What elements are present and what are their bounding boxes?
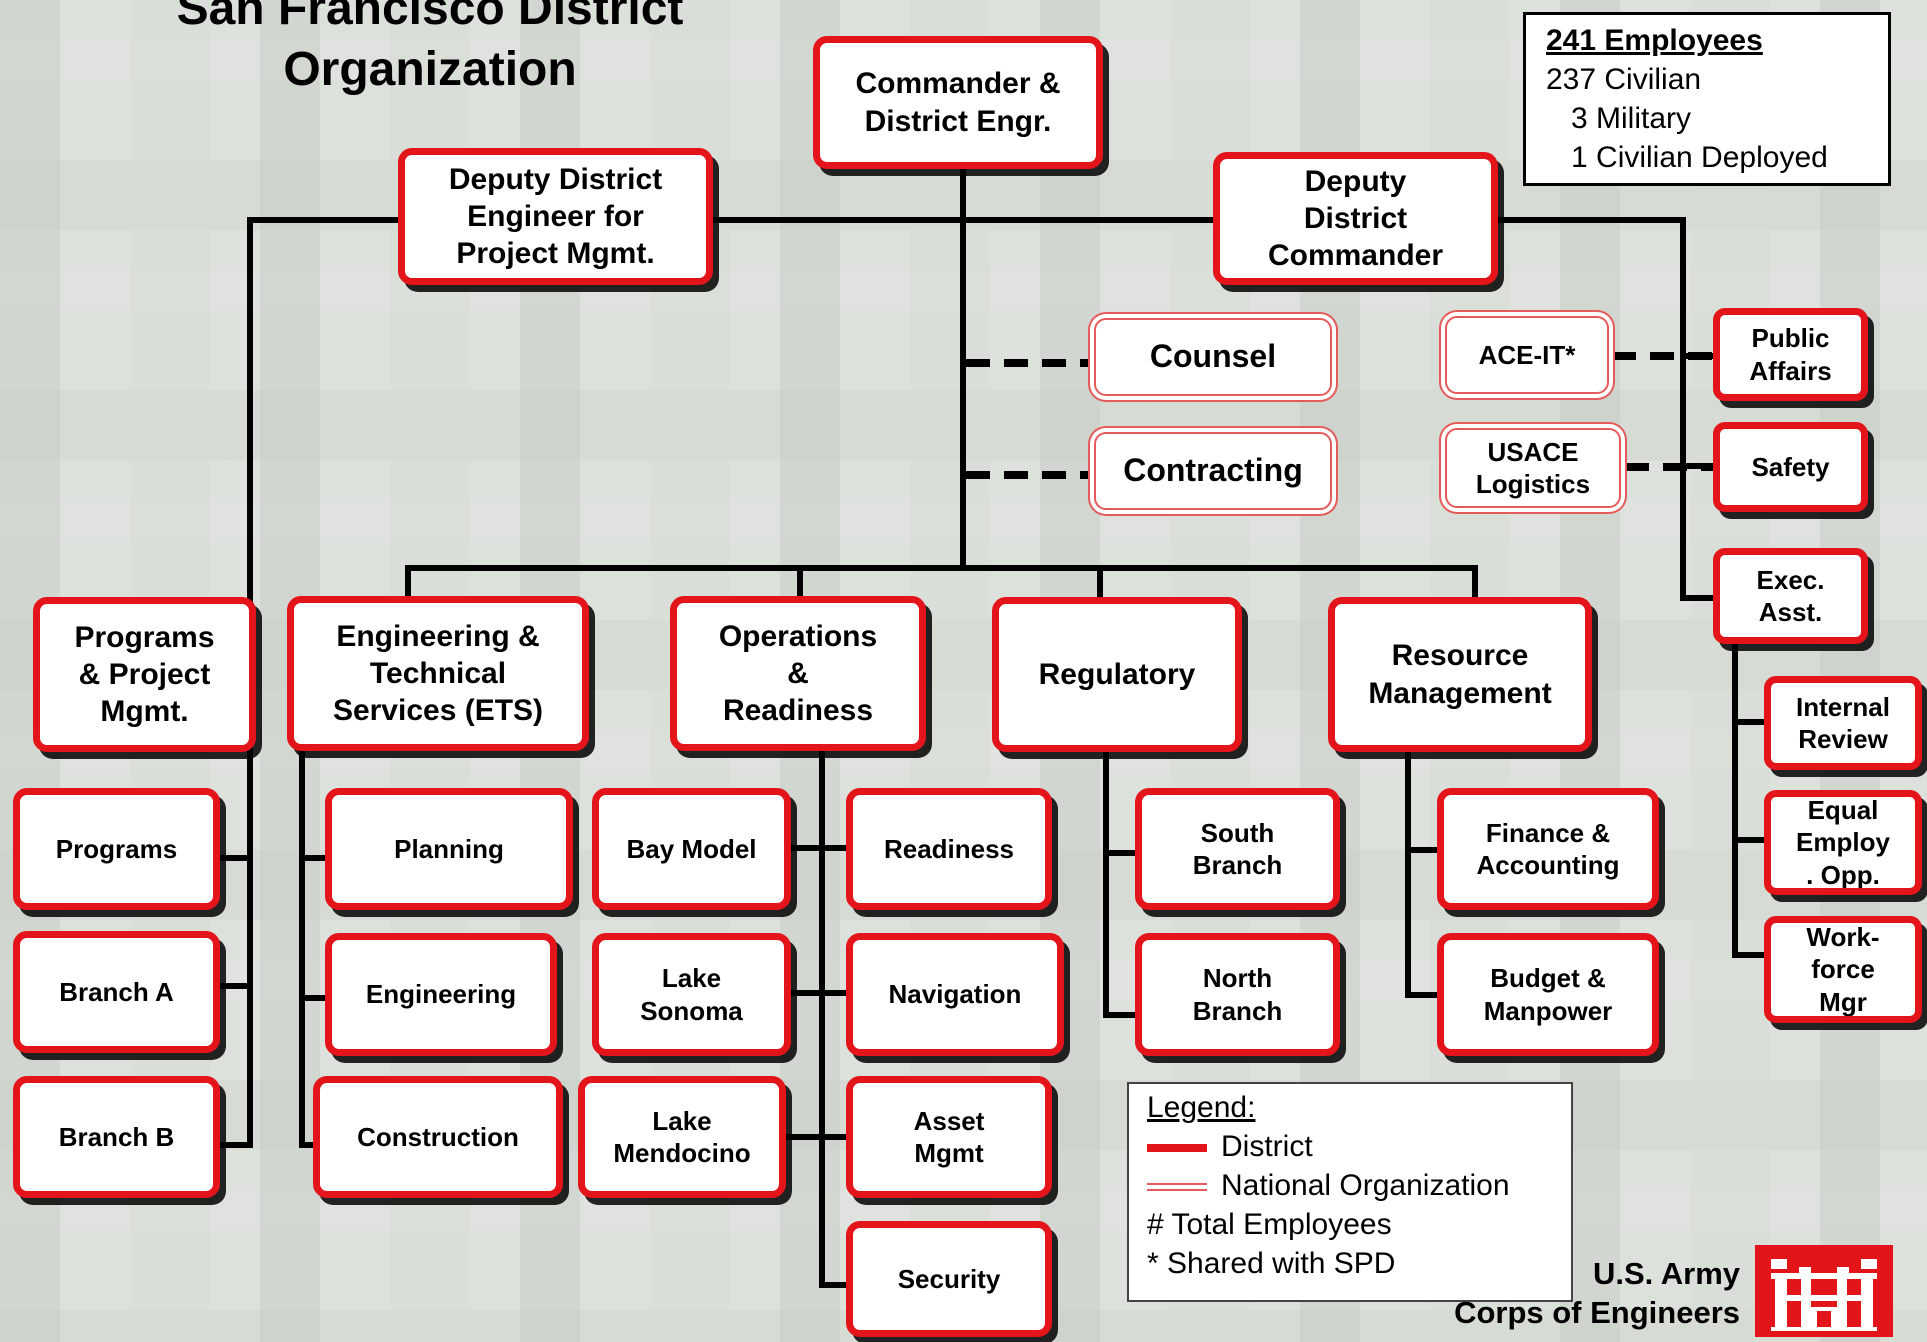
box-branch-b: Branch B [13, 1076, 220, 1198]
box-exec-asst: Exec. Asst. [1713, 548, 1868, 644]
box-budget-manpower: Budget & Manpower [1437, 933, 1659, 1056]
legend-national: National Organization [1221, 1169, 1510, 1202]
box-south-branch: South Branch [1135, 788, 1340, 910]
box-ace-it: ACE-IT* [1445, 316, 1609, 394]
box-usace-logistics: USACE Logistics [1445, 428, 1621, 508]
legend-national-row: National Organization [1147, 1166, 1571, 1205]
legend-shared: * Shared with SPD [1147, 1247, 1396, 1280]
box-operations-readiness: Operations & Readiness [670, 596, 926, 751]
box-counsel: Counsel [1094, 318, 1332, 396]
usace-logo-text: U.S. Army Corps of Engineers [1454, 1256, 1740, 1330]
box-deputy-district-engineer: Deputy District Engineer for Project Mgm… [398, 148, 713, 285]
box-safety: Safety [1713, 422, 1868, 512]
box-commander: Commander & District Engr. [813, 36, 1103, 169]
box-construction: Construction [313, 1076, 563, 1198]
box-readiness: Readiness [846, 788, 1052, 910]
box-planning: Planning [325, 788, 573, 910]
box-equal-employment-opportunity: Equal Employ . Opp. [1764, 790, 1922, 895]
box-lake-sonoma: Lake Sonoma [592, 933, 791, 1056]
employee-military: 3 Military [1546, 102, 1692, 135]
page-title: San Francisco District Organization [176, 0, 684, 96]
box-programs: Programs [13, 788, 220, 910]
employee-deployed: 1 Civilian Deployed [1546, 141, 1828, 174]
castle-logo-icon [1755, 1245, 1893, 1337]
box-north-branch: North Branch [1135, 933, 1340, 1056]
box-navigation: Navigation [846, 933, 1064, 1056]
district-line-swatch [1147, 1144, 1207, 1153]
box-resource-management: Resource Management [1328, 597, 1592, 752]
box-workforce-mgr: Work- force Mgr [1764, 916, 1922, 1023]
box-lake-mendocino: Lake Mendocino [578, 1076, 786, 1198]
box-security: Security [846, 1221, 1052, 1337]
box-public-affairs: Public Affairs [1713, 308, 1868, 401]
box-contracting: Contracting [1094, 432, 1332, 510]
employee-stats-box: 241 Employees 237 Civilian 3 Military 1 … [1523, 12, 1891, 186]
legend-district: District [1221, 1130, 1313, 1163]
box-asset-mgmt: Asset Mgmt [846, 1076, 1052, 1198]
national-line-swatch [1147, 1183, 1207, 1192]
box-finance-accounting: Finance & Accounting [1437, 788, 1659, 910]
box-branch-a: Branch A [13, 931, 220, 1053]
box-deputy-district-commander: Deputy District Commander [1213, 152, 1498, 285]
employee-civilian: 237 Civilian [1546, 63, 1702, 96]
box-bay-model: Bay Model [592, 788, 791, 910]
legend: Legend: District National Organization #… [1127, 1082, 1573, 1302]
box-engineering-technical-services: Engineering & Technical Services (ETS) [287, 596, 589, 751]
employee-total: 241 Employees [1546, 24, 1763, 57]
legend-heading: Legend: [1147, 1091, 1256, 1124]
legend-district-row: District [1147, 1127, 1571, 1166]
legend-total-employees: # Total Employees [1147, 1208, 1392, 1241]
box-internal-review: Internal Review [1764, 676, 1922, 770]
box-regulatory: Regulatory [992, 597, 1242, 752]
box-programs-project-mgmt: Programs & Project Mgmt. [33, 597, 256, 752]
box-engineering: Engineering [325, 933, 557, 1056]
